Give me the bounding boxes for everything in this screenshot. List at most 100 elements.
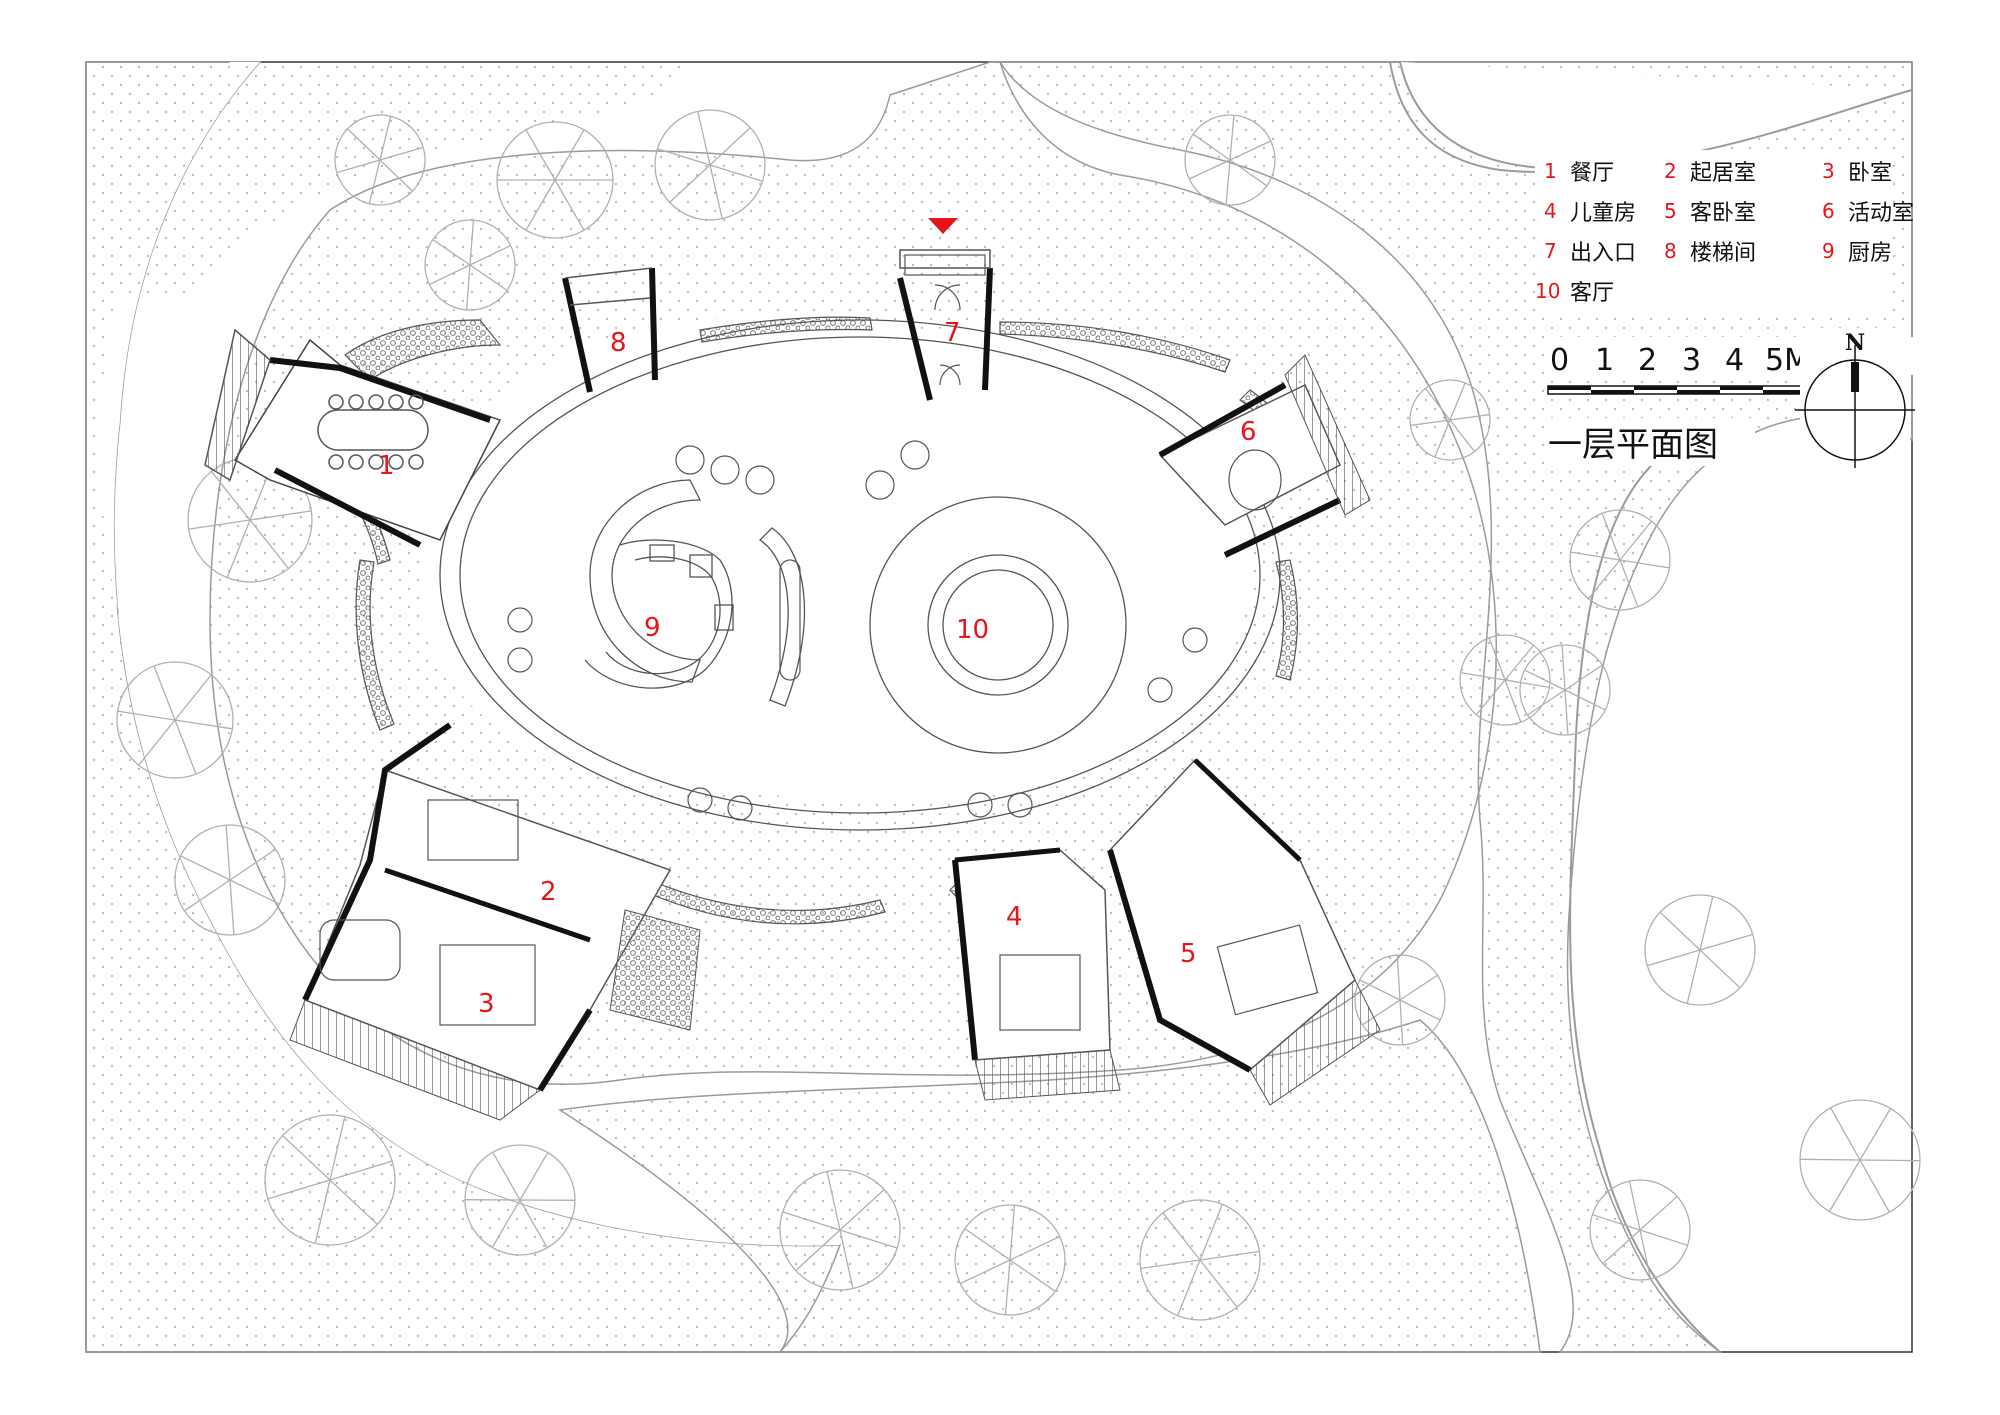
tree-branch <box>1424 387 1451 421</box>
tree-branch <box>1619 520 1653 561</box>
legend-num-7: 7 <box>1544 239 1557 263</box>
tree-branch <box>184 879 231 912</box>
tree-branch <box>709 127 751 166</box>
tree-branch <box>1639 1229 1652 1280</box>
kitchen-island <box>584 539 734 689</box>
tree-branch <box>1449 413 1490 421</box>
entrance-arrow-icon <box>928 218 958 234</box>
scale-label-1: 1 <box>1595 343 1614 378</box>
tree-branch <box>336 159 381 174</box>
legend-num-5: 5 <box>1664 199 1677 223</box>
legend-label-1: 餐厅 <box>1570 161 1614 186</box>
tree-branch <box>1460 672 1506 681</box>
tree-branch <box>1449 419 1476 453</box>
tree-branch <box>1504 679 1522 723</box>
compass-north-label: N <box>1845 330 1865 356</box>
trees <box>116 109 1921 1321</box>
tree-branch <box>1396 955 1401 1001</box>
tree-branch <box>697 111 711 166</box>
tree-branch <box>1504 679 1550 688</box>
tree-branch <box>839 1188 885 1231</box>
scale-label-0: 0 <box>1550 343 1569 378</box>
tree-branch <box>826 1171 841 1231</box>
tree-branch <box>1225 159 1231 205</box>
tree-branch <box>1199 1259 1238 1308</box>
tree-branch <box>1699 949 1741 989</box>
legend-label-8: 楼梯间 <box>1690 241 1756 266</box>
room-label-10: 10 <box>956 615 989 645</box>
tree-branch <box>782 1211 841 1231</box>
tree-branch <box>491 1199 521 1248</box>
tree-canopy <box>1409 379 1491 461</box>
tree-branch <box>229 879 235 935</box>
tree-branch <box>1140 1259 1201 1270</box>
tree-branch <box>1592 1214 1641 1231</box>
tree-branch <box>839 1229 898 1249</box>
tree-branch <box>174 719 233 730</box>
tree-canopy <box>264 1114 396 1246</box>
tree-branch <box>379 116 392 161</box>
room-labels: 1 2 3 4 5 6 7 8 9 10 <box>378 318 1257 1019</box>
tree-branch <box>1799 1158 1861 1161</box>
building <box>204 249 1381 1121</box>
wing-entry <box>897 249 993 401</box>
tree-branch <box>379 146 424 161</box>
legend-label-3: 卧室 <box>1848 161 1892 186</box>
tree-branch <box>1828 1159 1861 1212</box>
tree-branch <box>1570 551 1621 561</box>
wing-activity <box>1158 354 1371 558</box>
tree-canopy <box>174 824 286 936</box>
tree-branch <box>1192 133 1231 161</box>
room-label-6: 6 <box>1240 417 1257 447</box>
ground-top-right <box>998 61 1913 1353</box>
wing-living-bedroom <box>289 722 701 1121</box>
tree-branch <box>1699 933 1753 951</box>
tree-branch <box>225 825 231 881</box>
north-compass-icon: N <box>1795 328 1915 468</box>
room-label-9: 9 <box>644 613 661 643</box>
tree-branch <box>1434 419 1451 458</box>
legend-label-9: 厨房 <box>1848 241 1892 266</box>
tree-branch <box>465 264 471 310</box>
legend-num-9: 9 <box>1822 239 1835 263</box>
room-label-2: 2 <box>540 877 557 907</box>
tree-branch <box>210 471 251 521</box>
tree-canopy <box>1459 634 1551 726</box>
scale-label-3: 3 <box>1682 343 1701 378</box>
legend-num-2: 2 <box>1664 159 1677 183</box>
tree-branch <box>1659 911 1701 951</box>
tree-branch <box>469 264 508 291</box>
tree-branch <box>554 179 585 231</box>
path-curve-right <box>1569 439 1721 1353</box>
wing-stair <box>562 267 658 393</box>
tree-branch <box>329 1116 346 1181</box>
legend: 1 餐厅 2 起居室 3 卧室 4 儿童房 5 客卧室 6 活动室 7 出入口 … <box>1535 150 1914 315</box>
tree-branch <box>964 1228 1011 1261</box>
legend-num-3: 3 <box>1822 159 1835 183</box>
tree-branch <box>1601 513 1621 561</box>
tree-branch <box>1399 999 1441 1021</box>
tree-branch <box>180 855 231 881</box>
tree-branch <box>492 1151 521 1201</box>
tree-branch <box>469 220 475 266</box>
tree-branch <box>1564 664 1603 691</box>
tree-branch <box>1639 1229 1688 1246</box>
tree-branch <box>1199 1250 1260 1261</box>
tree-branch <box>1229 140 1272 161</box>
tree-branch <box>1587 559 1621 600</box>
tree-branch <box>314 1179 331 1244</box>
tree-branch <box>249 510 312 521</box>
tree-branch <box>188 519 251 530</box>
tree-branch <box>1229 159 1268 187</box>
tree-branch <box>669 164 711 203</box>
tree-branch <box>1561 645 1566 691</box>
legend-label-10: 客厅 <box>1570 281 1614 306</box>
tree-branch <box>657 148 711 166</box>
tree-branch <box>469 244 511 266</box>
tree-branch <box>839 1229 854 1289</box>
room-label-4: 4 <box>1006 902 1023 932</box>
furniture <box>507 440 1208 821</box>
tree-branch <box>229 879 280 905</box>
ground-top-left-lobe <box>86 62 700 300</box>
